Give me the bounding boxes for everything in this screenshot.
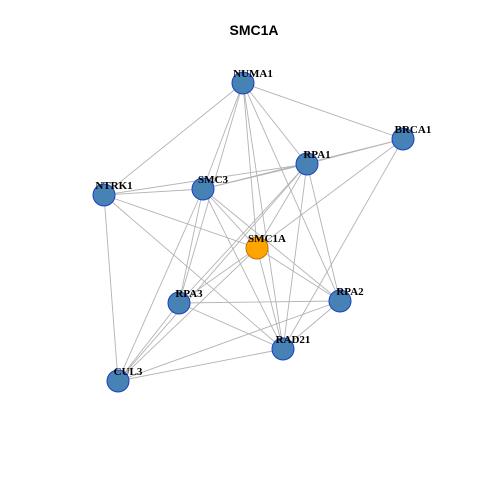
node-smc1a: SMC1A: [245, 233, 286, 260]
edge-smc3-cul3: [117, 188, 204, 382]
edge-ntrk1-cul3: [103, 194, 119, 382]
node-circle: [92, 183, 116, 207]
edge-smc3-smc1a: [202, 188, 258, 249]
edge-numa1-rpa1: [242, 82, 308, 165]
node-circle: [191, 177, 215, 201]
node-label: NTRK1: [95, 180, 132, 192]
edge-smc1a-cul3: [117, 247, 258, 382]
diagram-title: SMC1A: [229, 22, 278, 38]
edge-numa1-rad21: [242, 82, 284, 350]
node-brca1: BRCA1: [391, 124, 432, 151]
edge-rpa3-cul3: [117, 302, 180, 382]
node-circle: [328, 289, 352, 313]
node-label: RPA3: [175, 288, 203, 300]
edge-layer: [103, 82, 404, 382]
edge-smc1a-rpa2: [256, 247, 341, 302]
edge-numa1-rpa2: [242, 82, 341, 302]
node-smc3: SMC3: [191, 174, 228, 201]
edge-rpa1-smc3: [202, 163, 308, 190]
edge-rpa1-cul3: [117, 163, 308, 382]
node-label: BRCA1: [395, 124, 432, 136]
edge-rpa1-smc1a: [256, 163, 308, 249]
node-label: RPA2: [336, 286, 364, 298]
node-label: SMC3: [198, 174, 228, 186]
edge-rpa3-rad21: [178, 302, 284, 350]
node-label: RPA1: [303, 149, 330, 161]
node-label: SMC1A: [248, 233, 286, 245]
node-circle: [391, 127, 415, 151]
edge-rad21-cul3: [117, 348, 284, 382]
node-label: NUMA1: [233, 68, 273, 80]
edge-smc3-rad21: [202, 188, 284, 350]
node-circle: [106, 369, 130, 393]
node-circle: [245, 236, 269, 260]
edge-smc3-rpa2: [202, 188, 341, 302]
node-rpa1: RPA1: [295, 149, 331, 176]
edge-smc1a-rpa3: [178, 247, 258, 304]
edge-rpa2-cul3: [117, 300, 341, 382]
node-label: RAD21: [276, 334, 311, 346]
node-ntrk1: NTRK1: [92, 180, 133, 207]
edge-rpa1-rpa2: [306, 163, 341, 302]
node-circle: [167, 291, 191, 315]
node-circle: [231, 71, 255, 95]
edge-smc3-rpa3: [178, 188, 204, 304]
edge-ntrk1-smc1a: [103, 194, 258, 249]
node-rpa3: RPA3: [167, 288, 203, 315]
edge-rpa1-rad21: [282, 163, 308, 350]
node-label: CUL3: [114, 366, 143, 378]
edge-rpa1-rpa3: [178, 163, 308, 304]
edge-numa1-ntrk1: [103, 82, 244, 196]
node-cul3: CUL3: [106, 366, 143, 393]
edge-rpa2-rad21: [282, 300, 341, 350]
edge-numa1-smc3: [202, 82, 244, 190]
edge-ntrk1-smc3: [103, 188, 204, 196]
edge-smc1a-rad21: [256, 247, 284, 350]
edge-ntrk1-rad21: [103, 194, 284, 350]
edge-rpa3-rpa2: [178, 300, 341, 304]
node-circle: [295, 152, 319, 176]
node-numa1: NUMA1: [231, 68, 273, 95]
node-rad21: RAD21: [271, 334, 311, 361]
edge-brca1-smc1a: [256, 138, 404, 249]
node-circle: [271, 337, 295, 361]
edge-numa1-brca1: [242, 82, 404, 140]
node-rpa2: RPA2: [328, 286, 364, 313]
